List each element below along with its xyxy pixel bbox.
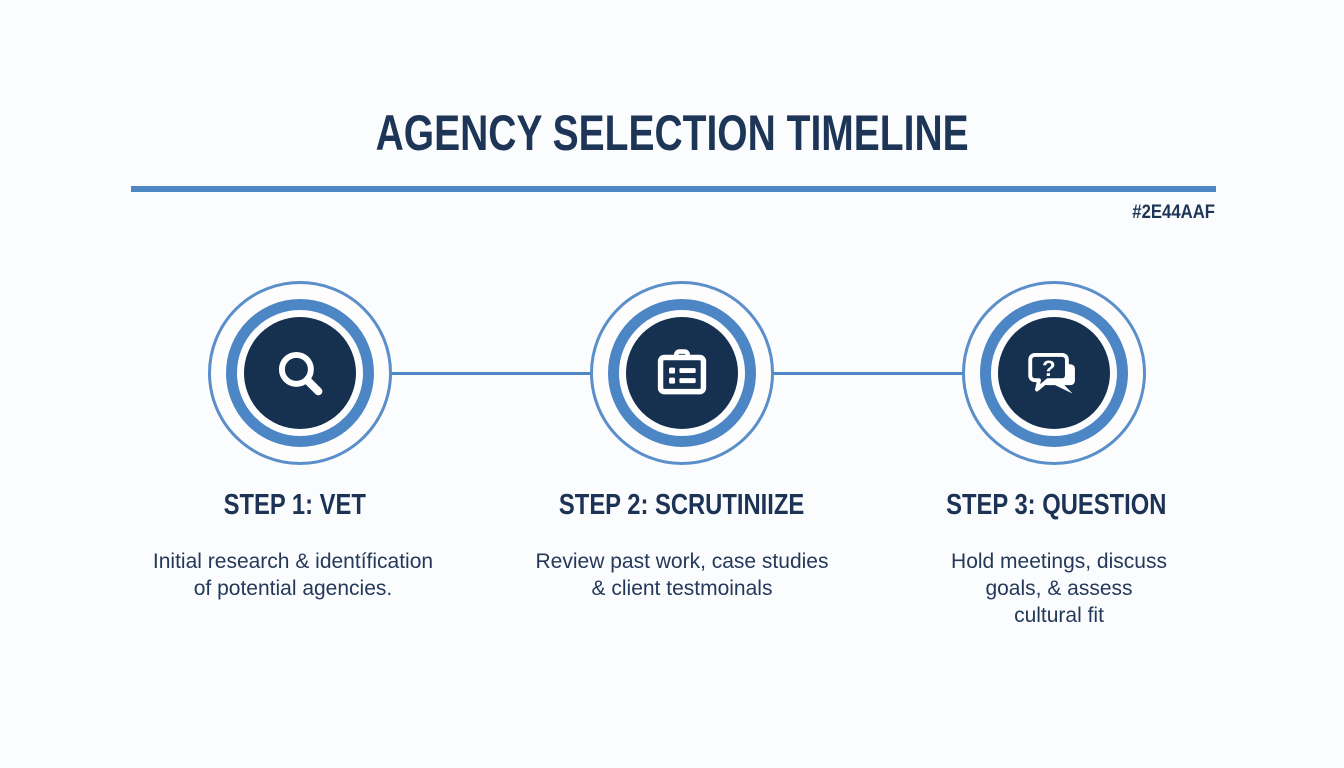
step-2-heading: STEP 2: SCRUTINIIZE <box>559 489 805 521</box>
step-2-ring <box>608 299 756 447</box>
step-1-heading: STEP 1: VET <box>223 489 367 521</box>
step-2-badge <box>590 281 774 465</box>
step-1-badge <box>208 281 392 465</box>
page-title: AGENCY SELECTION TIMELINE <box>375 105 969 161</box>
step-1-heading-wrap: STEP 1: VET <box>110 490 480 520</box>
svg-text:?: ? <box>1042 356 1056 381</box>
step-3-heading-wrap: STEP 3: QUESTION <box>871 490 1241 520</box>
id-card-icon <box>657 349 707 395</box>
step-3-description: Hold meetings, discuss goals, & assess c… <box>951 550 1167 627</box>
step-3-circle: ? <box>998 317 1110 429</box>
page-title-wrap: AGENCY SELECTION TIMELINE <box>0 108 1344 158</box>
step-3-heading: STEP 3: QUESTION <box>945 489 1167 521</box>
step-3-ring: ? <box>980 299 1128 447</box>
step-1-circle <box>244 317 356 429</box>
step-2-heading-wrap: STEP 2: SCRUTINIIZE <box>497 490 867 520</box>
magnifier-icon <box>278 351 323 396</box>
step-3-badge: ? <box>962 281 1146 465</box>
color-hex-label: #2E44AAF <box>1132 202 1215 223</box>
step-1-description: Initial research & identífication of pot… <box>152 550 434 600</box>
step-2-circle <box>626 317 738 429</box>
question-chat-icon: ? <box>1028 352 1075 394</box>
step-1-ring <box>226 299 374 447</box>
divider-line <box>131 186 1216 192</box>
step-2-description: Review past work, case studies & client … <box>535 550 829 600</box>
